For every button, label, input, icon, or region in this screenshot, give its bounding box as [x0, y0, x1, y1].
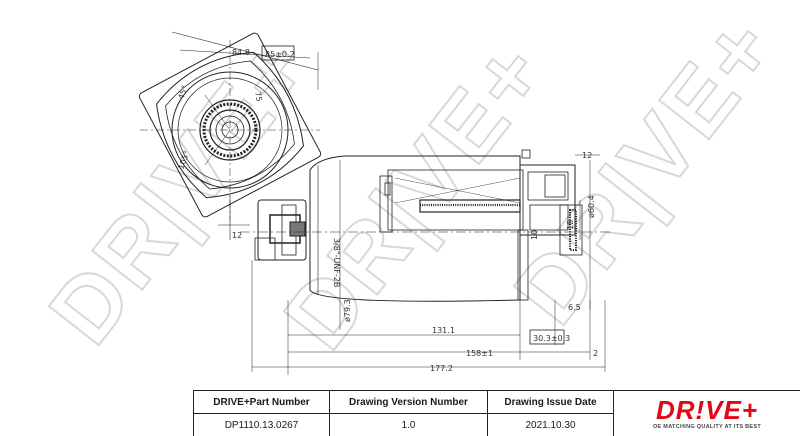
part-number: DP1110.13.0267 [224, 419, 299, 431]
title-block-version-column: Drawing Version Number 1.0 [330, 391, 488, 436]
dim-12-left: 12 [232, 231, 242, 240]
side-view-fitting [257, 199, 307, 261]
dim-84-8: 84.8 [232, 48, 250, 57]
logo-tagline: OE MATCHING QUALITY AT ITS BEST [652, 424, 762, 430]
title-block-part-column: DRIVE+Part Number DP1110.13.0267 [194, 391, 330, 436]
dim-177-2: 177.2 [430, 364, 453, 373]
dim-79-3: ø79.3 [343, 299, 352, 322]
dim-18: 18 [566, 220, 575, 230]
dim-6-5: 6.5 [568, 303, 581, 312]
top-view-flange [156, 51, 304, 199]
title-block-date-column: Drawing Issue Date 2021.10.30 [488, 391, 614, 436]
version-number: 1.0 [401, 419, 416, 431]
issue-date: 2021.10.30 [525, 419, 576, 431]
brand-logo: DR!VE+ OE MATCHING QUALITY AT ITS BEST [614, 391, 800, 436]
logo-wordmark: DR!VE+ [655, 395, 759, 425]
dim-75: 75 [253, 91, 264, 103]
part-number-label: DRIVE+Part Number [194, 391, 329, 414]
dim-10: 10 [530, 230, 539, 240]
version-label: Drawing Version Number [330, 391, 487, 414]
top-view [138, 31, 322, 240]
side-view-housing [309, 155, 521, 302]
top-view-housing-outline [138, 32, 322, 218]
watermark-right: DR|VE+ [495, 0, 797, 343]
side-view-end-cap [519, 164, 576, 236]
dim-158: 158±1 [466, 349, 493, 358]
dim-2: 2 [593, 349, 598, 358]
issue-date-label: Drawing Issue Date [488, 391, 613, 414]
dim-30-3: 30.3±0.3 [533, 334, 570, 343]
watermark-layer: DR|VE+ DR|VE+ DR|VE+ [29, 0, 798, 369]
title-block: DRIVE+Part Number DP1110.13.0267 Drawing… [193, 390, 800, 436]
side-view [240, 149, 610, 375]
dim-60-4: ø60.4 [587, 195, 596, 218]
dim-131-1: 131.1 [432, 326, 455, 335]
side-view-element [387, 169, 524, 231]
dim-12-right: 12 [582, 151, 592, 160]
dim-thread: 3/8"-UNF-2B [332, 238, 341, 287]
dim-85: 85±0.2 [265, 50, 295, 59]
